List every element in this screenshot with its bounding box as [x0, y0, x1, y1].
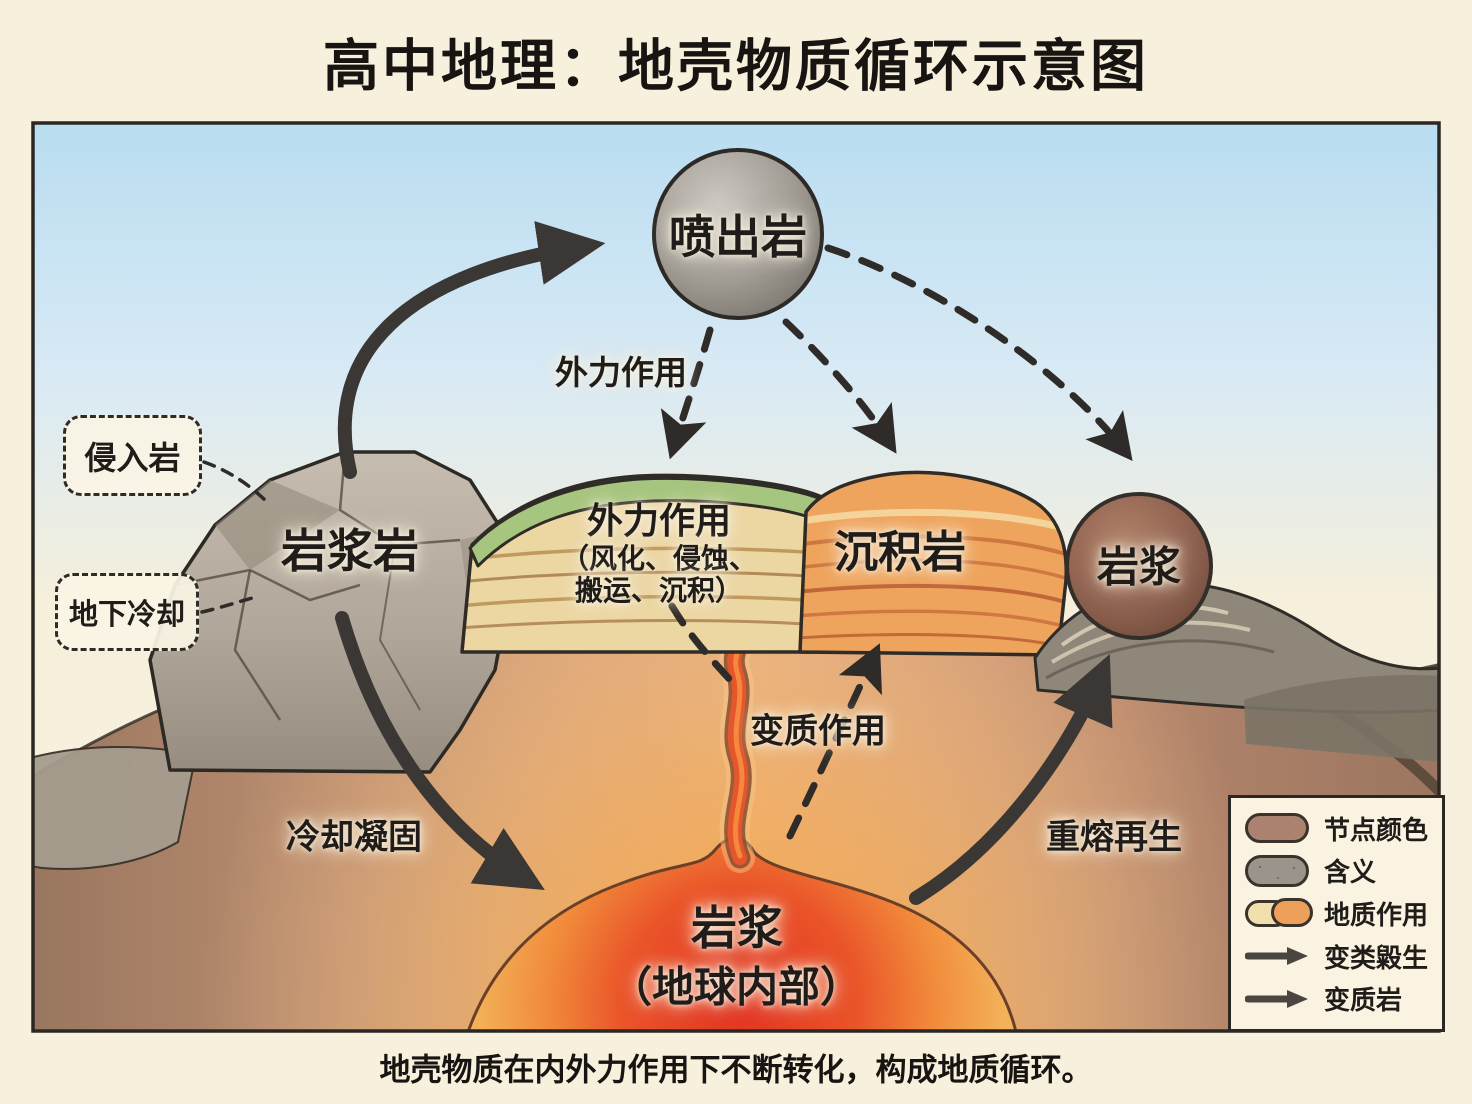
magma-interior-line2: （地球内部） [609, 963, 863, 1011]
weathering-block-line1: 外力作用 [586, 500, 732, 541]
arrow-remelting [909, 654, 1113, 905]
callout-intrusive-rock: 侵入岩 [63, 415, 202, 496]
process-label-external-force: 外力作用 [555, 354, 687, 391]
node-label-igneous-rock: 岩浆岩 [281, 525, 419, 577]
arrow-extrusive-to-sedimentary [782, 318, 897, 454]
callout-underground-cooling-text: 地下冷却 [68, 599, 185, 631]
node-label-extrusive-rock: 喷出岩 [669, 211, 807, 263]
arrow-eruption [337, 221, 606, 479]
picture-frame [31, 121, 1441, 1033]
legend-row-node-color: 节点颜色 [1245, 810, 1432, 847]
weathering-block-line3: 搬运、沉积） [574, 575, 744, 606]
brown-pill-icon [1245, 813, 1309, 844]
callout-underground-cooling: 地下冷却 [55, 573, 199, 651]
process-label-remelting: 重熔再生 [1046, 818, 1182, 857]
sedimentary-strata-block [798, 470, 1068, 657]
solid-arrow-icon [1245, 947, 1308, 966]
page-title: 高中地理：地壳物质循环示意图 [323, 34, 1149, 98]
magma-sphere [1065, 492, 1213, 640]
magma-interior-line1: 岩浆 [691, 902, 783, 954]
legend-swatch-gray-pill [1245, 854, 1313, 887]
solid-arrows [335, 221, 1113, 905]
arrow-external-force-to-strata [660, 326, 714, 460]
legend-label: 节点颜色 [1324, 814, 1429, 845]
lava-channel [719, 623, 757, 873]
node-label-magma-sphere: 岩浆 [1096, 543, 1182, 591]
arrow-cooling-solidification [335, 611, 545, 891]
callout-intrusive-rock-text: 侵入岩 [84, 439, 181, 476]
legend-swatch-arrow [1245, 983, 1313, 1015]
legend-row-arrow-1: 变类毇生 [1245, 938, 1432, 975]
legend-swatch-dual-pill [1245, 897, 1313, 929]
extrusive-rock-sphere [652, 148, 824, 320]
node-label-sedimentary-rock: 沉积岩 [834, 528, 966, 577]
gray-slope [33, 746, 198, 870]
legend-label: 变质岩 [1324, 985, 1403, 1016]
gray-pill-icon [1245, 854, 1309, 887]
legend-row-geologic-action: 地质作用 [1245, 895, 1432, 932]
process-label-cooling: 冷却凝固 [286, 818, 422, 857]
process-label-metamorphism: 变质作用 [750, 712, 886, 751]
legend-row-meaning: 含义 [1245, 852, 1432, 889]
arrow-extrusive-to-magma-sphere [824, 244, 1133, 462]
callout-connectors [200, 460, 270, 614]
legend-label: 变类毇生 [1324, 942, 1429, 973]
legend-label: 含义 [1324, 857, 1377, 888]
arrow-strata-to-lava [668, 602, 736, 686]
bottom-caption: 地壳物质在内外力作用下不断转化，构成地质循环。 [379, 1052, 1093, 1088]
dashed-arrows [660, 244, 1133, 840]
legend-box: 节点颜色 含义 地质作用 变类毇生 变质岩 [1228, 795, 1445, 1032]
legend-row-arrow-2: 变质岩 [1245, 980, 1432, 1017]
orange-pill-icon [1271, 898, 1313, 928]
weathering-strata-block [460, 473, 830, 654]
legend-swatch-brown-pill [1245, 812, 1313, 844]
legend-swatch-arrow [1245, 940, 1313, 972]
solid-arrow-icon [1245, 989, 1308, 1008]
weathering-block-line2: （风化、侵蚀、 [560, 543, 758, 574]
legend-label: 地质作用 [1324, 899, 1429, 930]
